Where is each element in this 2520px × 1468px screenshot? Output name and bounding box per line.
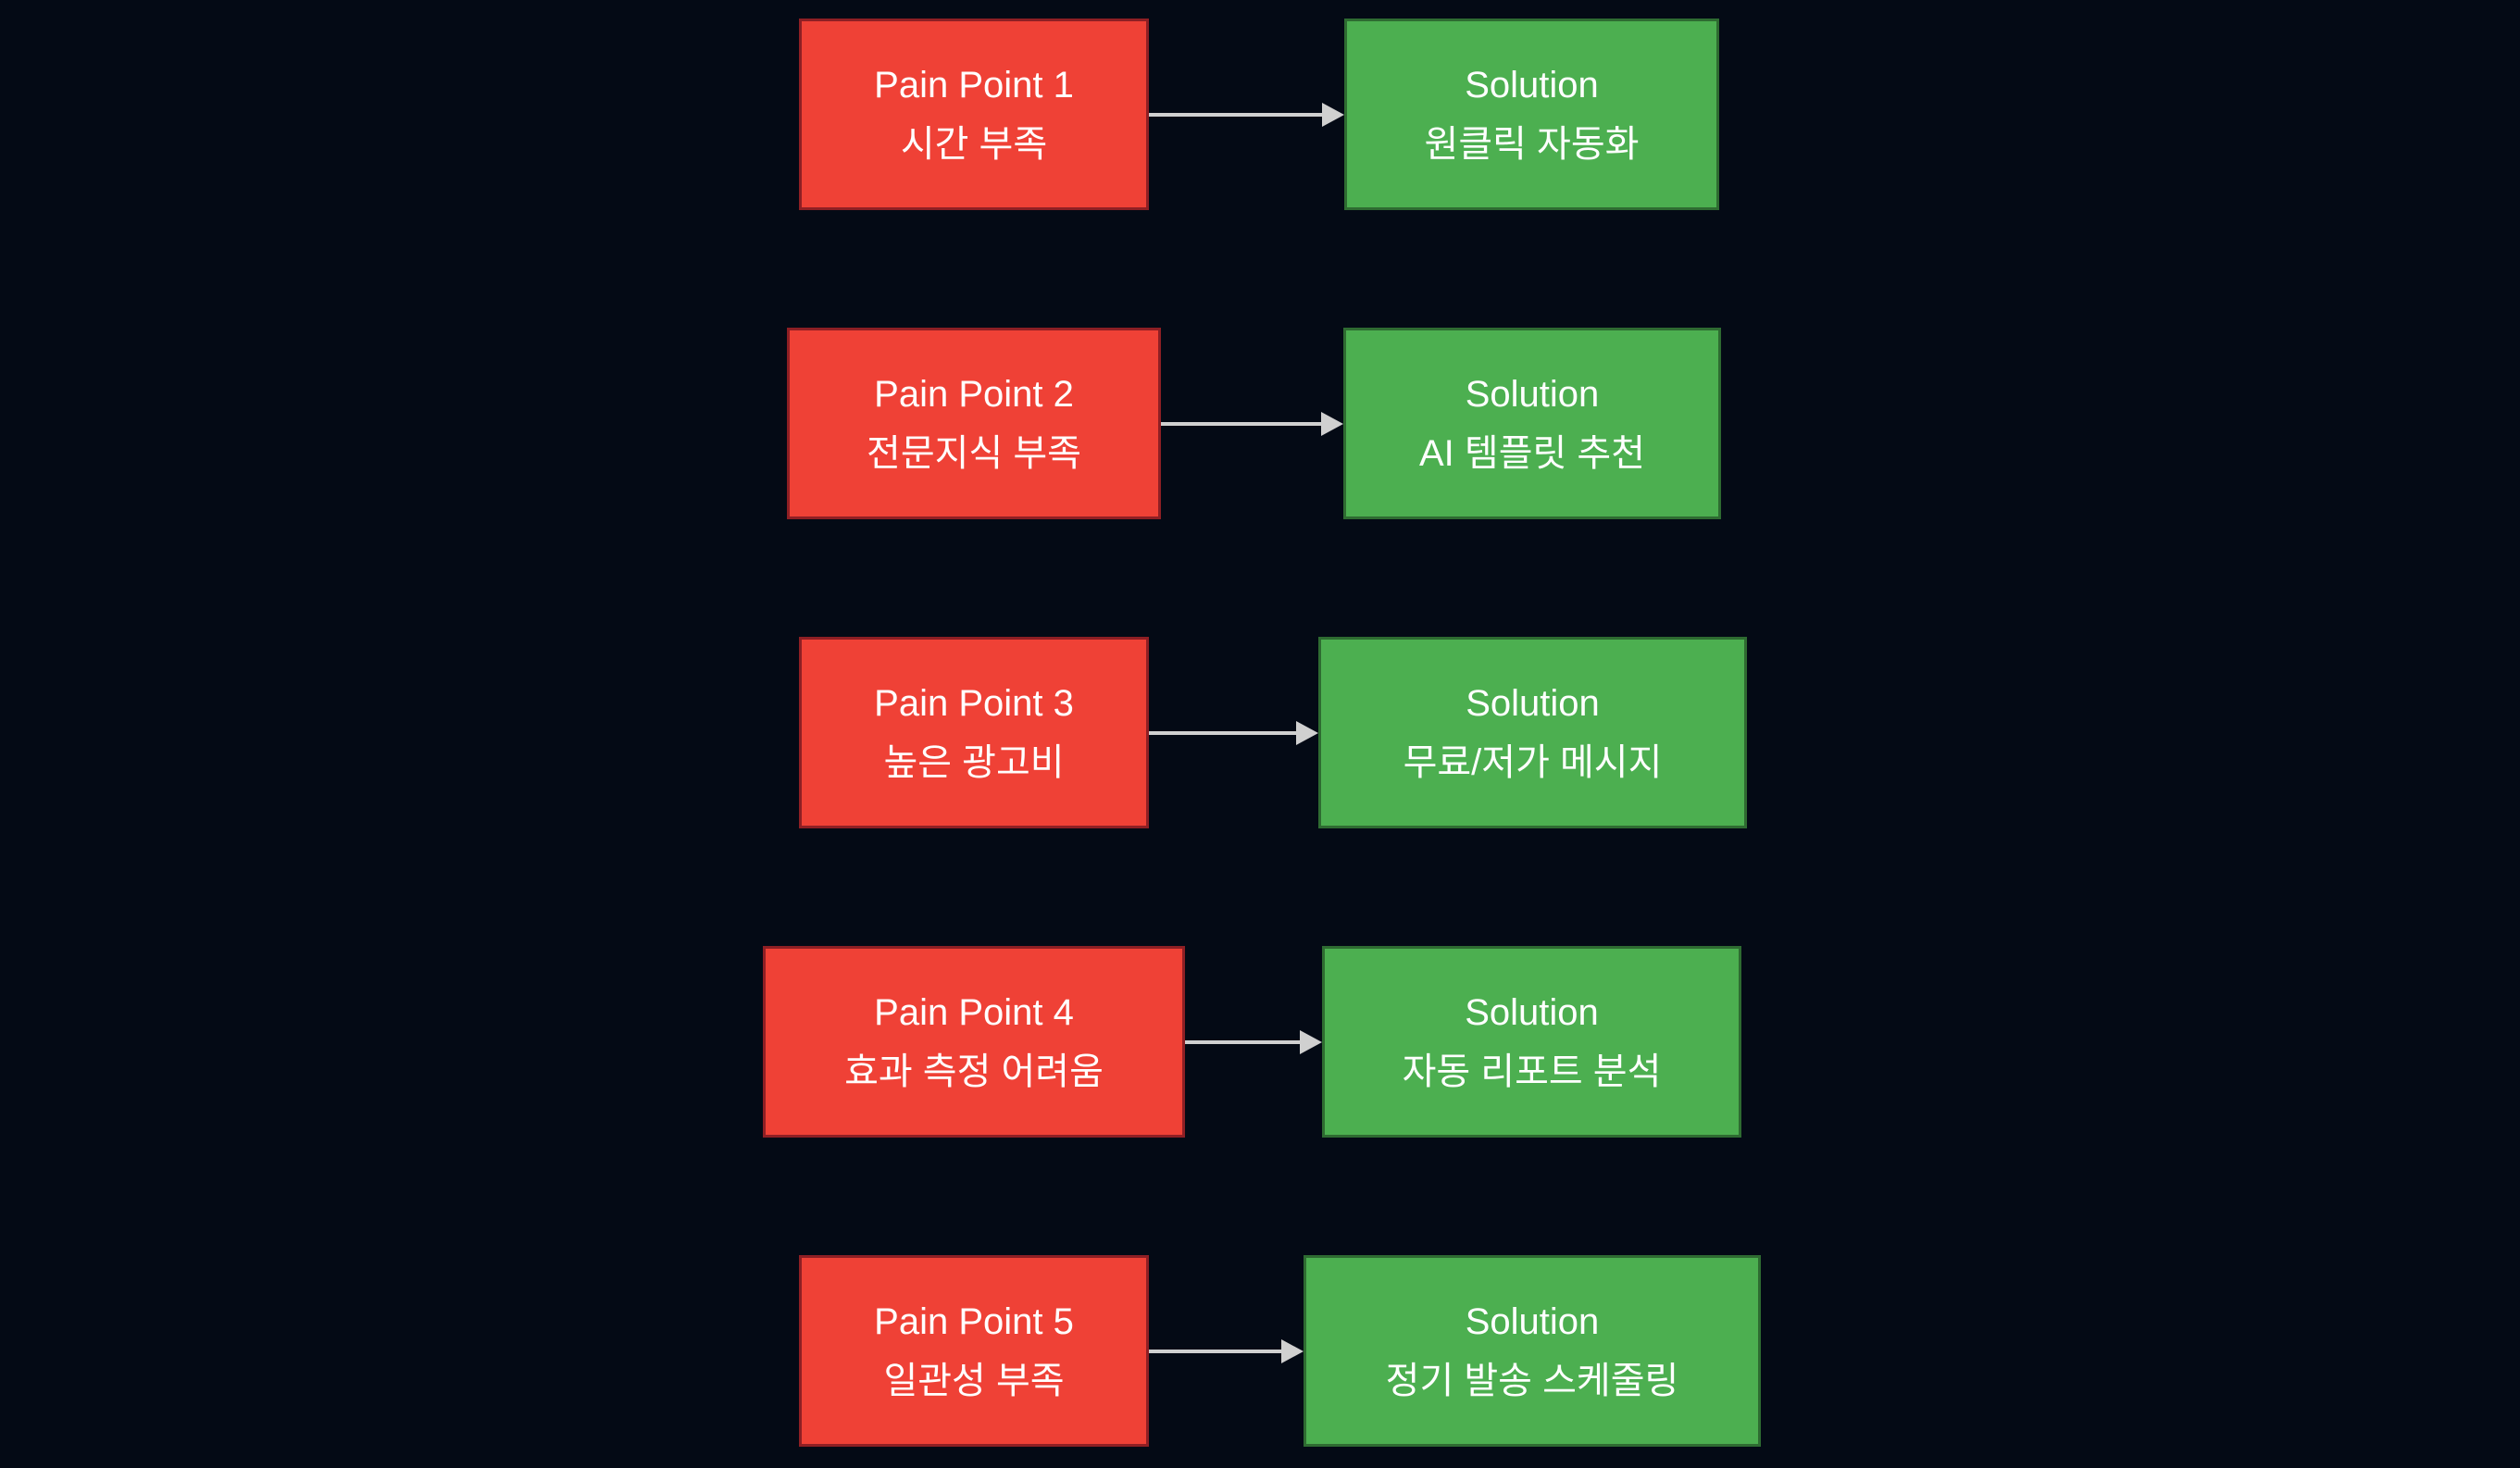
- arrow-head: [1300, 1030, 1322, 1054]
- solution-title: Solution: [1465, 1300, 1600, 1342]
- pain-point-2-node: Pain Point 2 전문지식 부족: [787, 328, 1161, 519]
- pain-point-title: Pain Point 2: [874, 373, 1074, 415]
- pain-point-5-node: Pain Point 5 일관성 부족: [799, 1255, 1149, 1447]
- solution-label: 자동 리포트 분석: [1402, 1051, 1662, 1092]
- arrow-right-icon: [1149, 91, 1344, 139]
- solution-label: 무료/저가 메시지: [1403, 741, 1663, 783]
- arrow-right-icon: [1149, 1327, 1304, 1375]
- solution-title: Solution: [1466, 682, 1600, 724]
- solution-label: 원클릭 자동화: [1424, 123, 1640, 165]
- solution-label: 정기 발송 스케줄링: [1385, 1360, 1679, 1401]
- arrow-right-icon: [1161, 400, 1343, 448]
- pain-point-title: Pain Point 3: [874, 682, 1074, 724]
- arrow-head: [1296, 721, 1318, 745]
- arrow-right-icon: [1149, 709, 1318, 757]
- pain-point-3-node: Pain Point 3 높은 광고비: [799, 637, 1149, 828]
- arrow-shaft: [1161, 422, 1323, 426]
- solution-3-node: Solution 무료/저가 메시지: [1318, 637, 1747, 828]
- solution-title: Solution: [1465, 991, 1599, 1033]
- arrow-shaft: [1149, 1350, 1283, 1353]
- pain-point-label: 시간 부족: [900, 123, 1048, 165]
- solution-label: AI 템플릿 추천: [1418, 432, 1646, 474]
- pain-point-title: Pain Point 4: [874, 991, 1074, 1033]
- solution-5-node: Solution 정기 발송 스케줄링: [1304, 1255, 1761, 1447]
- pain-point-label: 일관성 부족: [883, 1360, 1065, 1401]
- arrow-right-icon: [1185, 1018, 1322, 1066]
- solution-1-node: Solution 원클릭 자동화: [1344, 19, 1719, 210]
- arrow-shaft: [1185, 1040, 1302, 1044]
- pain-point-label: 전문지식 부족: [867, 432, 1081, 474]
- arrow-head: [1321, 412, 1343, 436]
- pain-point-label: 효과 측정 어려움: [844, 1051, 1104, 1092]
- pain-point-title: Pain Point 1: [874, 64, 1074, 106]
- arrow-head: [1322, 103, 1344, 127]
- pain-point-title: Pain Point 5: [874, 1300, 1074, 1342]
- arrow-shaft: [1149, 731, 1298, 735]
- solution-4-node: Solution 자동 리포트 분석: [1322, 946, 1741, 1138]
- pain-point-4-node: Pain Point 4 효과 측정 어려움: [763, 946, 1185, 1138]
- solution-2-node: Solution AI 템플릿 추천: [1343, 328, 1721, 519]
- arrow-head: [1281, 1339, 1304, 1363]
- pain-point-label: 높은 광고비: [883, 741, 1065, 783]
- arrow-shaft: [1149, 113, 1324, 117]
- solution-title: Solution: [1465, 373, 1600, 415]
- pain-point-1-node: Pain Point 1 시간 부족: [799, 19, 1149, 210]
- solution-title: Solution: [1465, 64, 1599, 106]
